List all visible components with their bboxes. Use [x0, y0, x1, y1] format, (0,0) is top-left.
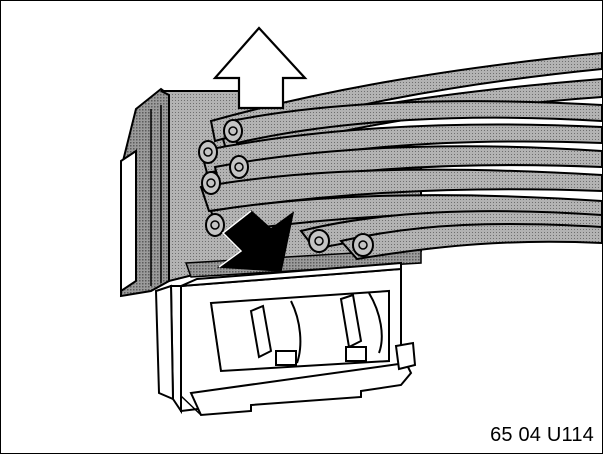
- connector-plug: [154, 261, 417, 417]
- hollow-up-arrow-icon: [212, 26, 308, 110]
- cable-bundle: [198, 51, 602, 261]
- figure-code: 65 04 U114: [490, 424, 594, 446]
- solid-diagonal-arrow-icon: [216, 210, 295, 272]
